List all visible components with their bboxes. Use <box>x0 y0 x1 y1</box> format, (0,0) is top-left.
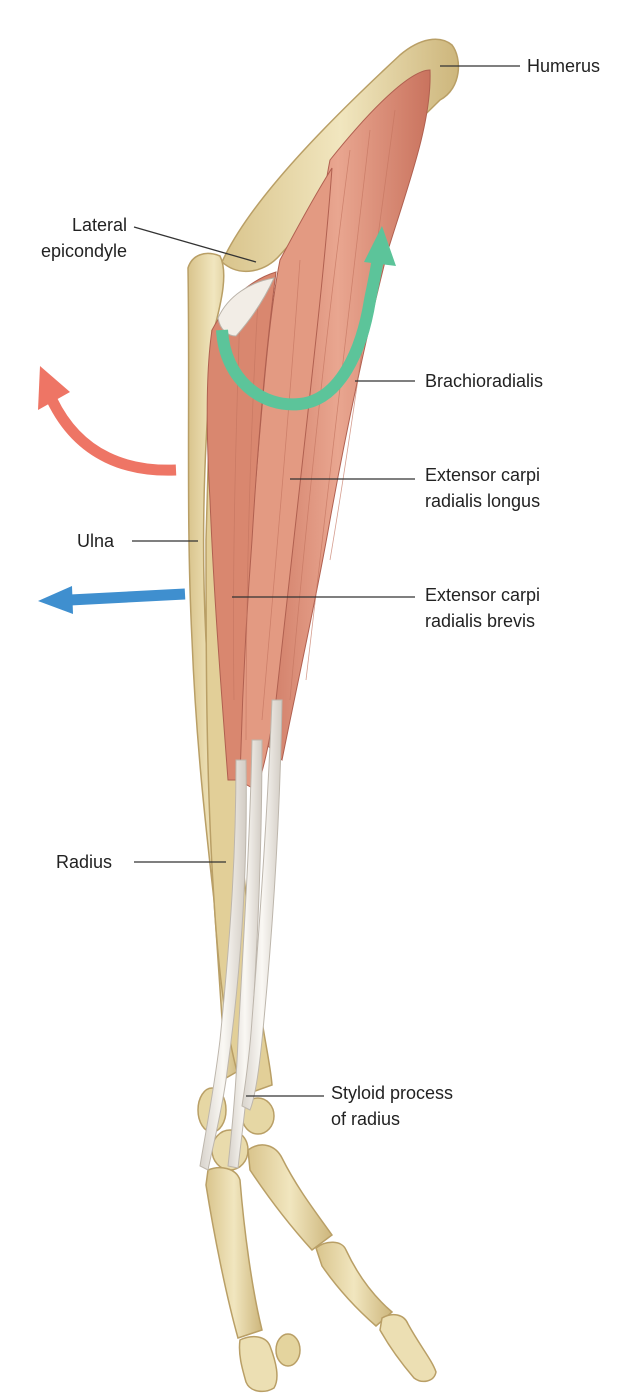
label-ulna: Ulna <box>77 528 114 554</box>
straight-arrow-icon <box>70 594 185 600</box>
phalanx-bone <box>276 1334 300 1366</box>
curved-arrow-icon <box>52 400 176 470</box>
label-brachioradialis: Brachioradialis <box>425 368 543 394</box>
metacarpal-bone <box>248 1145 332 1250</box>
phalanx-bone <box>316 1242 392 1326</box>
label-humerus: Humerus <box>527 53 600 79</box>
phalanx-bone <box>239 1337 277 1392</box>
label-extensor-carpi-radialis-brevis: Extensor carpi radialis brevis <box>425 582 540 634</box>
label-radius: Radius <box>56 849 112 875</box>
label-extensor-carpi-radialis-longus: Extensor carpi radialis longus <box>425 462 540 514</box>
label-styloid-process: Styloid process of radius <box>331 1080 453 1132</box>
label-lateral-epicondyle: Lateral epicondyle <box>32 212 127 264</box>
arrowhead <box>38 586 73 614</box>
metacarpal-bone <box>206 1168 262 1338</box>
phalanx-bone <box>380 1315 436 1382</box>
